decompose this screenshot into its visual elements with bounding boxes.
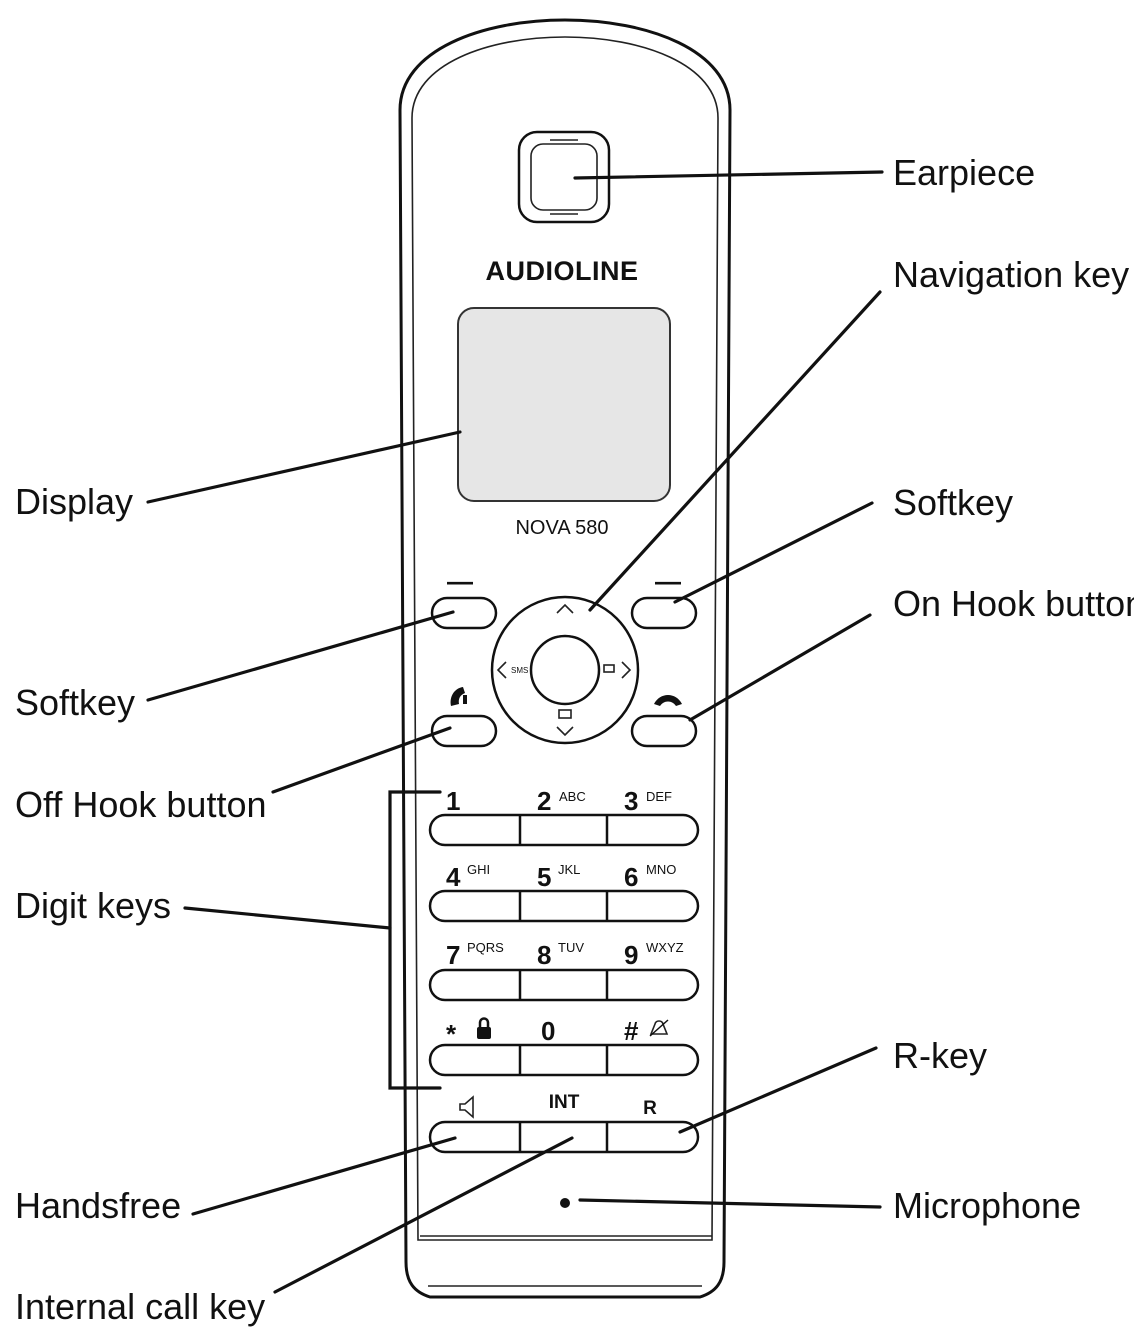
int-key-label: INT bbox=[549, 1092, 580, 1113]
lock-icon bbox=[477, 1017, 491, 1039]
key-7-letters: PQRS bbox=[467, 940, 504, 955]
key-3-letters: DEF bbox=[646, 789, 672, 804]
callout-off-hook: Off Hook button bbox=[15, 784, 267, 825]
key-6-letters: MNO bbox=[646, 862, 676, 877]
microphone-hole bbox=[560, 1198, 570, 1208]
digit-keys-row-3[interactable] bbox=[428, 968, 700, 1002]
key-9-letters: WXYZ bbox=[646, 940, 684, 955]
leader-lines bbox=[146, 170, 884, 1294]
phonebook-icon bbox=[558, 709, 572, 719]
bell-off-icon bbox=[649, 1019, 669, 1037]
callout-navigation-key: Navigation key bbox=[893, 254, 1129, 295]
key-9-digit: 9 bbox=[624, 940, 638, 970]
chevron-down-icon bbox=[556, 726, 574, 737]
chevron-right-icon bbox=[621, 661, 632, 679]
key-4-letters: GHI bbox=[467, 862, 490, 877]
call-list-icon bbox=[603, 664, 615, 673]
key-5-letters: JKL bbox=[558, 862, 580, 877]
callout-microphone: Microphone bbox=[893, 1185, 1081, 1226]
earpiece bbox=[517, 130, 611, 224]
callout-display: Display bbox=[15, 481, 133, 522]
callout-on-hook: On Hook button bbox=[893, 583, 1134, 624]
softkey-left-button[interactable] bbox=[430, 596, 498, 630]
key-2-letters: ABC bbox=[559, 789, 586, 804]
callout-digit-keys: Digit keys bbox=[15, 885, 171, 926]
key-5-digit: 5 bbox=[537, 862, 551, 892]
key-3-digit: 3 bbox=[624, 786, 638, 816]
display-screen bbox=[457, 307, 671, 502]
model-name: NOVA 580 bbox=[515, 517, 608, 539]
callout-internal-call-key: Internal call key bbox=[15, 1286, 265, 1327]
callout-earpiece: Earpiece bbox=[893, 152, 1035, 193]
sms-label: SMS bbox=[511, 666, 528, 675]
callout-r-key: R-key bbox=[893, 1035, 987, 1076]
chevron-up-icon bbox=[556, 603, 574, 614]
chevron-left-icon bbox=[496, 661, 507, 679]
handset-hangup-icon bbox=[654, 695, 682, 706]
key-6-digit: 6 bbox=[624, 862, 638, 892]
key-star-digit: * bbox=[446, 1019, 457, 1049]
callout-softkey-left: Softkey bbox=[15, 682, 135, 723]
speaker-icon bbox=[459, 1095, 474, 1119]
handset-lift-icon bbox=[450, 687, 465, 706]
callout-softkey-right: Softkey bbox=[893, 482, 1013, 523]
key-1-digit: 1 bbox=[446, 786, 460, 816]
key-8-digit: 8 bbox=[537, 940, 551, 970]
callout-handsfree: Handsfree bbox=[15, 1185, 181, 1226]
off-hook-button[interactable] bbox=[430, 714, 498, 748]
key-0-digit: 0 bbox=[541, 1016, 555, 1046]
key-4-digit: 4 bbox=[446, 862, 461, 892]
dash-icon: — bbox=[447, 566, 473, 596]
function-keys-row[interactable] bbox=[428, 1120, 700, 1154]
r-key-label: R bbox=[643, 1098, 657, 1119]
brand-logo: AUDIOLINE bbox=[486, 256, 639, 286]
key-2-digit: 2 bbox=[537, 786, 551, 816]
digit-keys-row-1[interactable] bbox=[428, 813, 700, 847]
handset-lift-icon-mark bbox=[463, 695, 467, 704]
digit-keys-row-4[interactable] bbox=[428, 1043, 700, 1077]
key-7-digit: 7 bbox=[446, 940, 460, 970]
softkey-right-button[interactable] bbox=[630, 596, 698, 630]
dash-icon: — bbox=[655, 566, 681, 596]
key-8-letters: TUV bbox=[558, 940, 584, 955]
on-hook-button[interactable] bbox=[630, 714, 698, 748]
navigation-key[interactable] bbox=[490, 595, 640, 745]
key-hash-digit: # bbox=[624, 1016, 639, 1046]
digit-keys-row-2[interactable] bbox=[428, 889, 700, 923]
